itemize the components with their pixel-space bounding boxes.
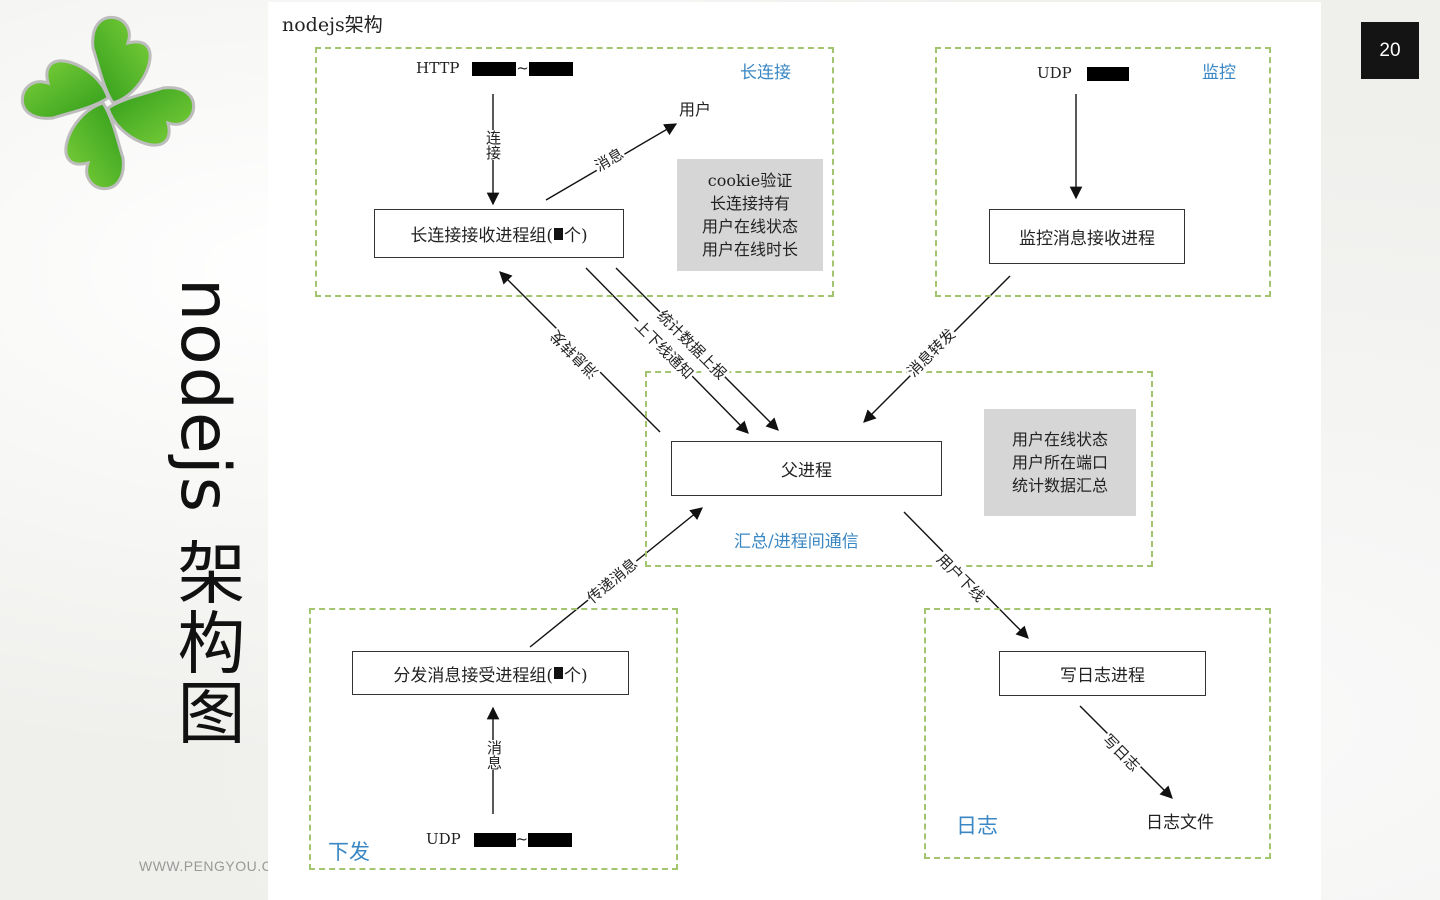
edge-label-connect: 连接 — [482, 130, 505, 160]
node-dispatch-group-suffix: 个) — [564, 665, 588, 686]
zone-label-log: 日志 — [956, 814, 998, 838]
source-http-label: HTTP — [416, 59, 460, 77]
redacted-port — [472, 62, 517, 76]
clover-logo-icon — [20, 15, 196, 191]
zone-label-dispatch: 下发 — [328, 840, 370, 864]
diagram-title: nodejs架构 — [282, 14, 383, 36]
node-dispatch-group-prefix: 分发消息接受进程组( — [393, 665, 553, 686]
zone-label-monitor: 监控 — [1202, 63, 1236, 83]
redacted-port — [528, 833, 573, 847]
source-udp-dispatch-label: UDP — [426, 830, 461, 848]
zone-label-aggregate: 汇总/进程间通信 — [734, 532, 859, 552]
redacted-port — [473, 833, 516, 847]
zone-log — [924, 608, 1271, 859]
slide-vertical-title: nodejs 架构图 — [165, 278, 244, 748]
note-line: 用户在线时长 — [701, 240, 798, 259]
note-line: 用户在线状态 — [701, 217, 798, 236]
source-udp-monitor: UDP — [1037, 64, 1129, 82]
note-long-conn: cookie验证 长连接持有 用户在线状态 用户在线时长 — [677, 159, 823, 271]
source-http: HTTP ~ — [416, 59, 573, 77]
note-line: 用户所在端口 — [1011, 453, 1108, 472]
redacted-count — [554, 227, 563, 240]
zone-dispatch — [309, 608, 678, 870]
redacted-count — [554, 667, 563, 679]
source-udp-monitor-label: UDP — [1037, 64, 1072, 82]
node-monitor-proc: 监控消息接收进程 — [989, 209, 1185, 264]
node-log-proc: 写日志进程 — [999, 651, 1206, 696]
tilde: ~ — [515, 830, 529, 848]
target-log-file: 日志文件 — [1146, 813, 1214, 833]
zone-label-long-conn: 长连接 — [740, 63, 791, 83]
zone-aggregate — [645, 371, 1153, 567]
redacted-port — [528, 62, 573, 76]
note-line: 用户在线状态 — [1011, 430, 1108, 449]
note-line: 统计数据汇总 — [1011, 476, 1108, 495]
target-user: 用户 — [679, 100, 712, 119]
edge-label-message-udp: 消息 — [483, 740, 506, 770]
node-dispatch-group: 分发消息接受进程组( 个) — [352, 651, 629, 695]
redacted-port — [1086, 67, 1129, 81]
note-line: 长连接持有 — [709, 194, 790, 213]
node-long-conn-group: 长连接接收进程组( 个) — [374, 209, 624, 258]
zone-monitor — [935, 47, 1271, 297]
watermark-text: WWW.PENGYOU.COM — [139, 858, 268, 874]
zone-long-conn — [315, 47, 834, 297]
diagram-panel: nodejs架构 长连接 监控 汇总/进程间通信 下发 日志 长连接接收进程组(… — [268, 2, 1321, 900]
node-long-conn-group-suffix: 个) — [564, 226, 588, 246]
node-parent-proc: 父进程 — [671, 441, 942, 496]
node-long-conn-group-prefix: 长连接接收进程组( — [410, 226, 553, 246]
tilde: ~ — [516, 59, 529, 77]
page-number-badge: 20 — [1361, 22, 1419, 79]
note-line: cookie验证 — [707, 171, 793, 190]
note-aggregate: 用户在线状态 用户所在端口 统计数据汇总 — [984, 409, 1136, 516]
source-udp-dispatch: UDP ~ — [426, 830, 573, 848]
